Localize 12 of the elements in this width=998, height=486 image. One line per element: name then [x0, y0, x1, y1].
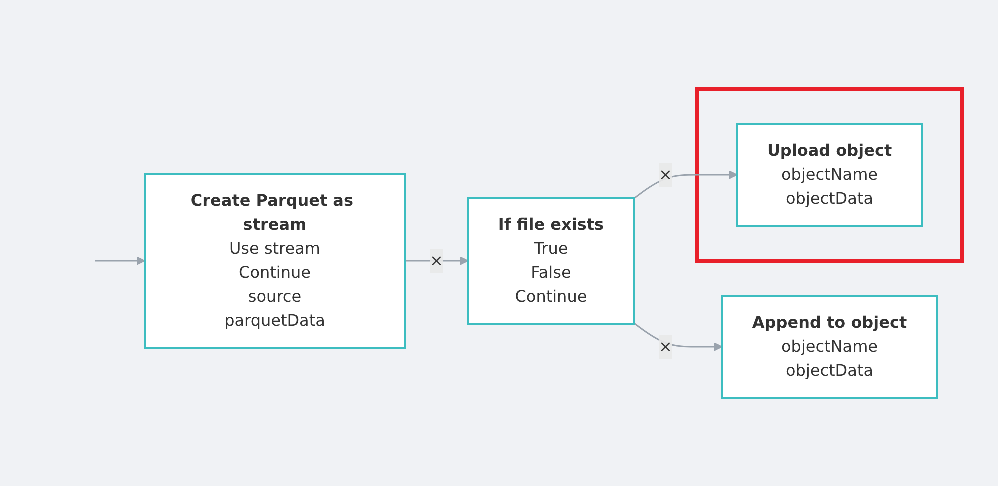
edge-label: ×: [659, 164, 673, 184]
arrow: [405, 256, 470, 265]
arrow: [95, 256, 146, 265]
node-box: If file exists True False Continue: [468, 196, 636, 324]
cluster: [696, 86, 965, 262]
node-box: Append to object objectName objectData: [722, 294, 939, 398]
edge-label: ×: [659, 336, 673, 356]
node-box: Create Parquet as stream Use stream Continue source parquetData: [144, 172, 406, 348]
arrow: [634, 170, 738, 199]
arrow: [634, 322, 724, 351]
node-box: Upload object objectName objectData: [736, 122, 924, 226]
edge-label: ×: [430, 250, 444, 270]
